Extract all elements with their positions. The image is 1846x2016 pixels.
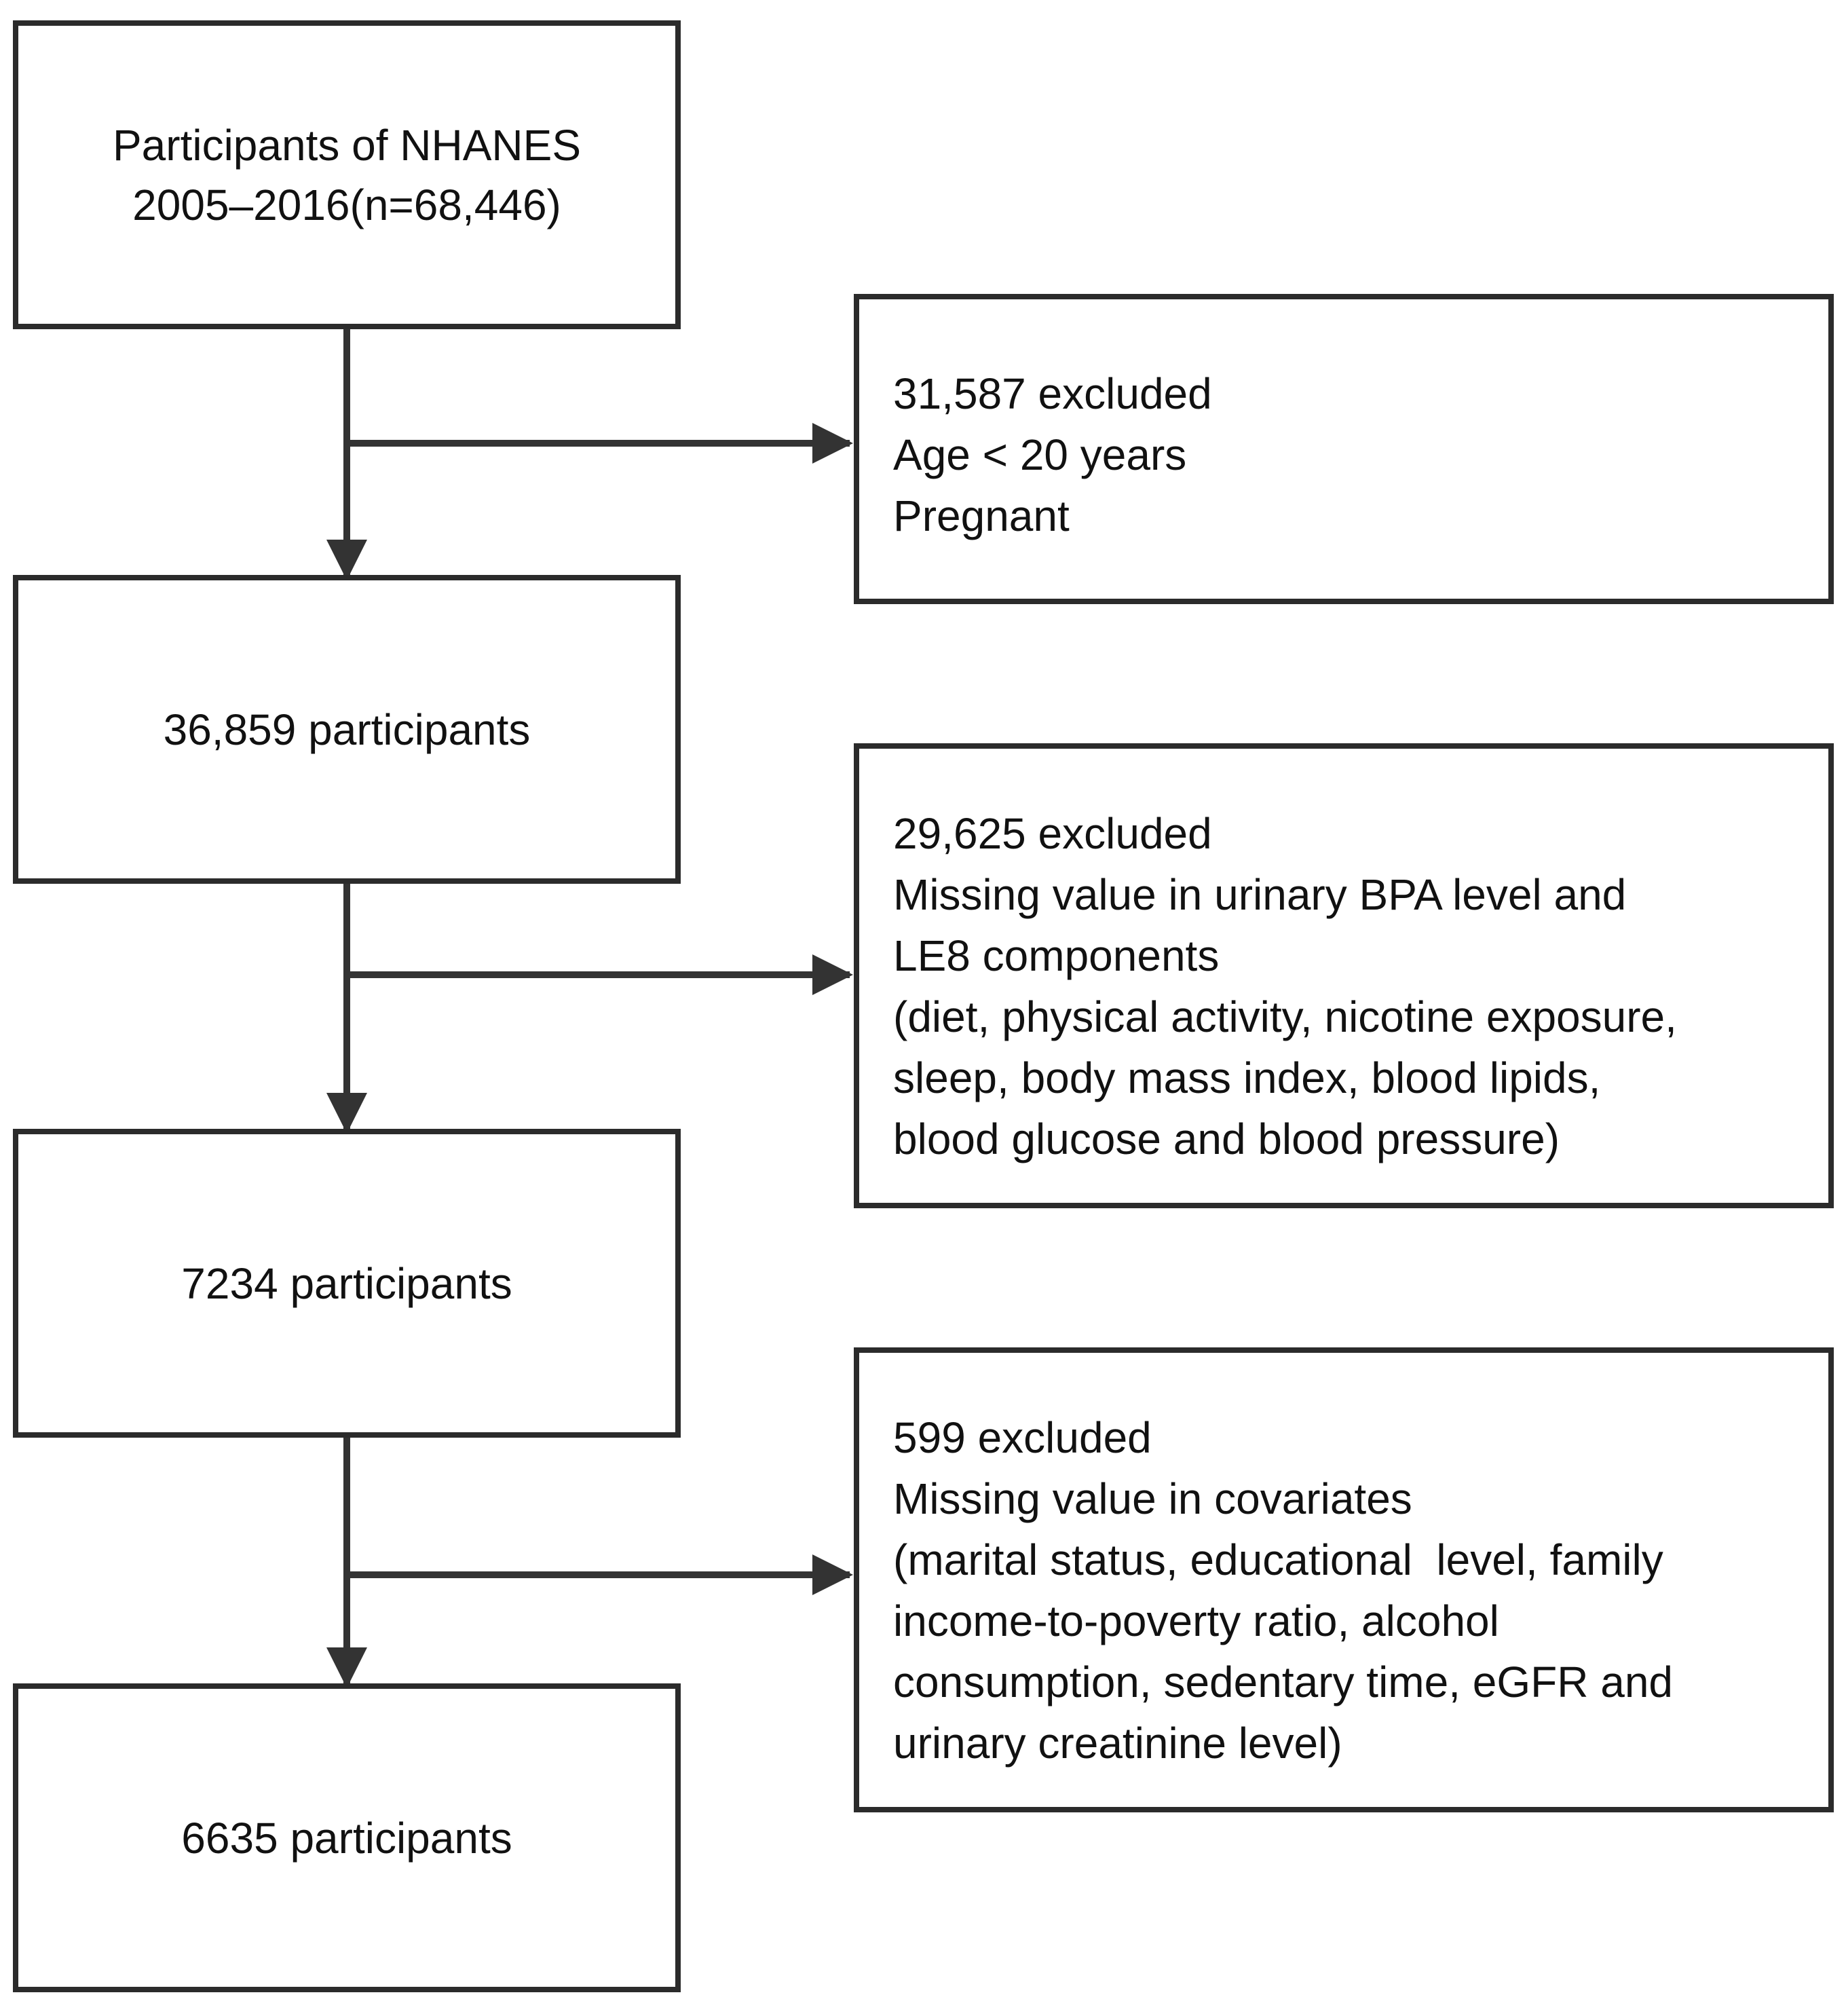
step-box-after-first-exclusion: 36,859 participants: [13, 575, 681, 884]
step-line: 2005–2016(n=68,446): [132, 180, 561, 229]
exclusion-line: Missing value in covariates: [893, 1474, 1412, 1523]
exclusion-line: Pregnant: [893, 491, 1070, 540]
exclusion-line: income-to-poverty ratio, alcohol: [893, 1597, 1499, 1645]
exclusion-line: blood glucose and blood pressure): [893, 1115, 1560, 1163]
exclusion-box-3: 599 excluded Missing value in covariates…: [854, 1347, 1834, 1812]
step-box-initial-cohort: Participants of NHANES 2005–2016(n=68,44…: [13, 20, 681, 329]
step-box-final-sample: 6635 participants: [13, 1683, 681, 1992]
exclusion-line: (diet, physical activity, nicotine expos…: [893, 992, 1677, 1041]
exclusion-line: 29,625 excluded: [893, 809, 1212, 858]
exclusion-line: 31,587 excluded: [893, 369, 1212, 418]
exclusion-line: 599 excluded: [893, 1413, 1152, 1462]
step-text: Participants of NHANES 2005–2016(n=68,44…: [113, 115, 581, 235]
exclusion-box-2: 29,625 excluded Missing value in urinary…: [854, 743, 1834, 1208]
exclusion-line: consumption, sedentary time, eGFR and: [893, 1658, 1673, 1706]
step-text: 6635 participants: [181, 1808, 512, 1868]
step-line: 36,859 participants: [163, 705, 531, 754]
exclusion-line: Missing value in urinary BPA level and: [893, 870, 1627, 919]
exclusion-box-1: 31,587 excluded Age < 20 years Pregnant: [854, 294, 1834, 604]
exclusion-line: urinary creatinine level): [893, 1719, 1342, 1768]
exclusion-line: sleep, body mass index, blood lipids,: [893, 1053, 1601, 1102]
step-line: 6635 participants: [181, 1813, 512, 1863]
exclusion-line: (marital status, educational level, fami…: [893, 1535, 1663, 1584]
exclusion-line: Age < 20 years: [893, 430, 1187, 479]
step-line: 7234 participants: [181, 1258, 512, 1308]
step-line: Participants of NHANES: [112, 120, 582, 170]
step-text: 7234 participants: [181, 1254, 512, 1313]
step-box-after-second-exclusion: 7234 participants: [13, 1129, 681, 1438]
step-text: 36,859 participants: [164, 700, 531, 760]
exclusion-line: LE8 components: [893, 931, 1220, 980]
